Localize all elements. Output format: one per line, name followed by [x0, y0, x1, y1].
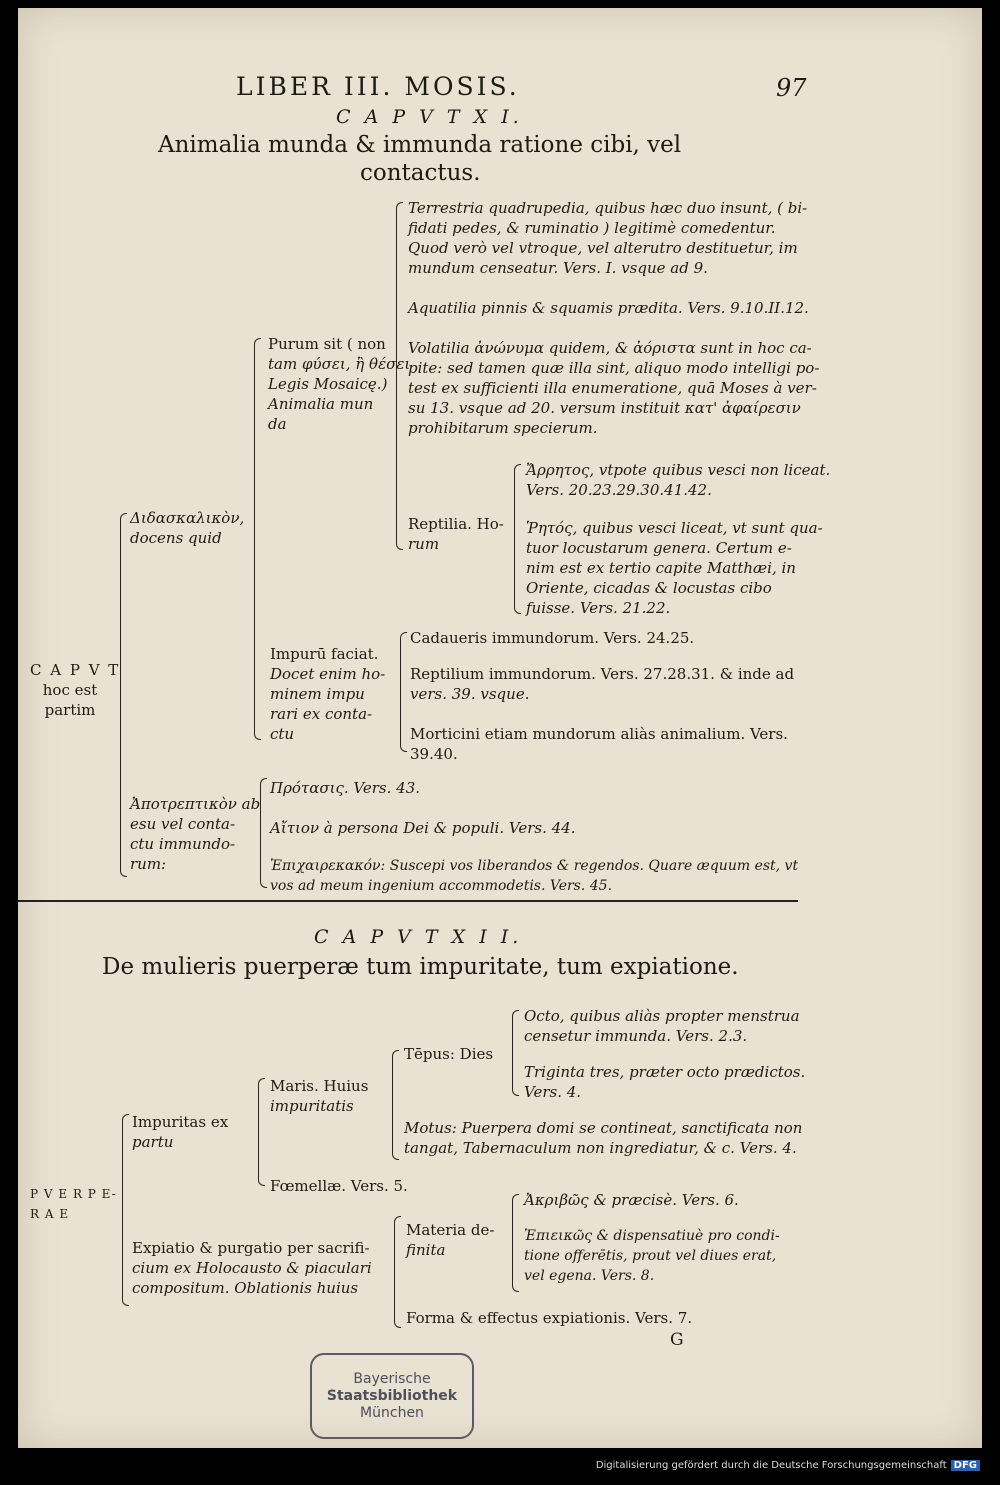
chapter-xii-heading: C A P V T X I I. — [314, 926, 523, 948]
chapter-xi-heading: C A P V T X I. — [336, 106, 523, 128]
dfg-logo: DFG — [950, 1460, 980, 1471]
motus-text: Motus: Puerpera domi se contineat, sanct… — [404, 1119, 803, 1157]
apotreptikon-brace — [260, 778, 267, 888]
triginta-text: Triginta tres, præter octo prædictos.Ver… — [524, 1063, 806, 1101]
materia-label: Materia de-finita — [406, 1221, 495, 1259]
impurum-brace — [400, 632, 407, 752]
expiatio-brace — [394, 1216, 401, 1328]
aition-text: Αἴτιον à persona Dei & populi. Vers. 44. — [270, 819, 576, 837]
root-puerperae: P V E R P E-R A E — [30, 1187, 117, 1221]
tempus-label: Tēpus: Dies — [404, 1045, 494, 1063]
purum-brace — [396, 202, 403, 550]
chapter-xii-title: De mulieris puerperæ tum impuritate, tum… — [102, 954, 739, 980]
didaskalikon-brace — [254, 338, 261, 740]
morticini-text: Morticini etiam mundorum aliàs animalium… — [410, 725, 788, 763]
digitization-footer: Digitalisierung gefördert durch die Deut… — [596, 1460, 980, 1471]
epilogos-text: Ἐπιχαιρεκακόν: Suscepi vos liberandos & … — [270, 858, 799, 894]
expiatio-text: Expiatio & purgatio per sacrifi-cium ex … — [132, 1239, 372, 1297]
reptilia-brace — [514, 464, 521, 614]
cadaueris-text: Cadaueris immundorum. Vers. 24.25. — [410, 629, 695, 647]
book-page: LIBER III. MOSIS. 97 C A P V T X I. Anim… — [18, 8, 982, 1448]
protasis-text: Πρότασις. Vers. 43. — [270, 779, 421, 797]
chapter-xi-title-line1: Animalia munda & immunda ratione cibi, v… — [158, 132, 682, 158]
chapter-xi-title-line2: contactus. — [360, 160, 481, 186]
running-title: LIBER III. MOSIS. — [236, 72, 520, 101]
epieikos-text: Ἐπιεικῶς & dispensatiuè pro condi-tione … — [524, 1228, 780, 1284]
root-caput: C A P V T hoc est partim — [30, 661, 121, 719]
aquatilia-text: Aquatilia pinnis & squamis prædita. Vers… — [408, 299, 809, 317]
signature-mark: G — [670, 1330, 684, 1350]
arrhetos-text: Ἄρρητος, vtpote quibus vesci non liceat.… — [526, 461, 831, 499]
didaskalikon-label: Διδασκαλικὸν,docens quid — [130, 509, 245, 547]
reptilium-text: Reptilium immundorum. Vers. 27.28.31. & … — [410, 665, 795, 703]
impuritas-brace — [258, 1078, 265, 1186]
puerperae-brace — [122, 1114, 129, 1306]
akribos-text: Ἀκριβῶς & præcisè. Vers. 6. — [524, 1191, 739, 1209]
forma-text: Forma & effectus expiationis. Vers. 7. — [406, 1309, 693, 1327]
root-brace — [120, 513, 127, 877]
terrestria-text: Terrestria quadrupedia, quibus hæc duo i… — [408, 199, 808, 277]
volatilia-text: Volatilia ἀνώνυμα quidem, & ἀόριστα sunt… — [408, 339, 820, 437]
maris-brace — [392, 1050, 399, 1160]
tempus-brace — [512, 1010, 519, 1096]
page-number: 97 — [776, 74, 807, 102]
rhetos-text: Ῥητός, quibus vesci liceat, vt sunt qua-… — [526, 519, 823, 617]
reptilia-label: Reptilia. Ho-rum — [408, 515, 504, 553]
chapter-divider — [18, 900, 798, 902]
foemellae-text: Fœmellæ. Vers. 5. — [270, 1177, 408, 1195]
materia-brace — [512, 1194, 519, 1292]
